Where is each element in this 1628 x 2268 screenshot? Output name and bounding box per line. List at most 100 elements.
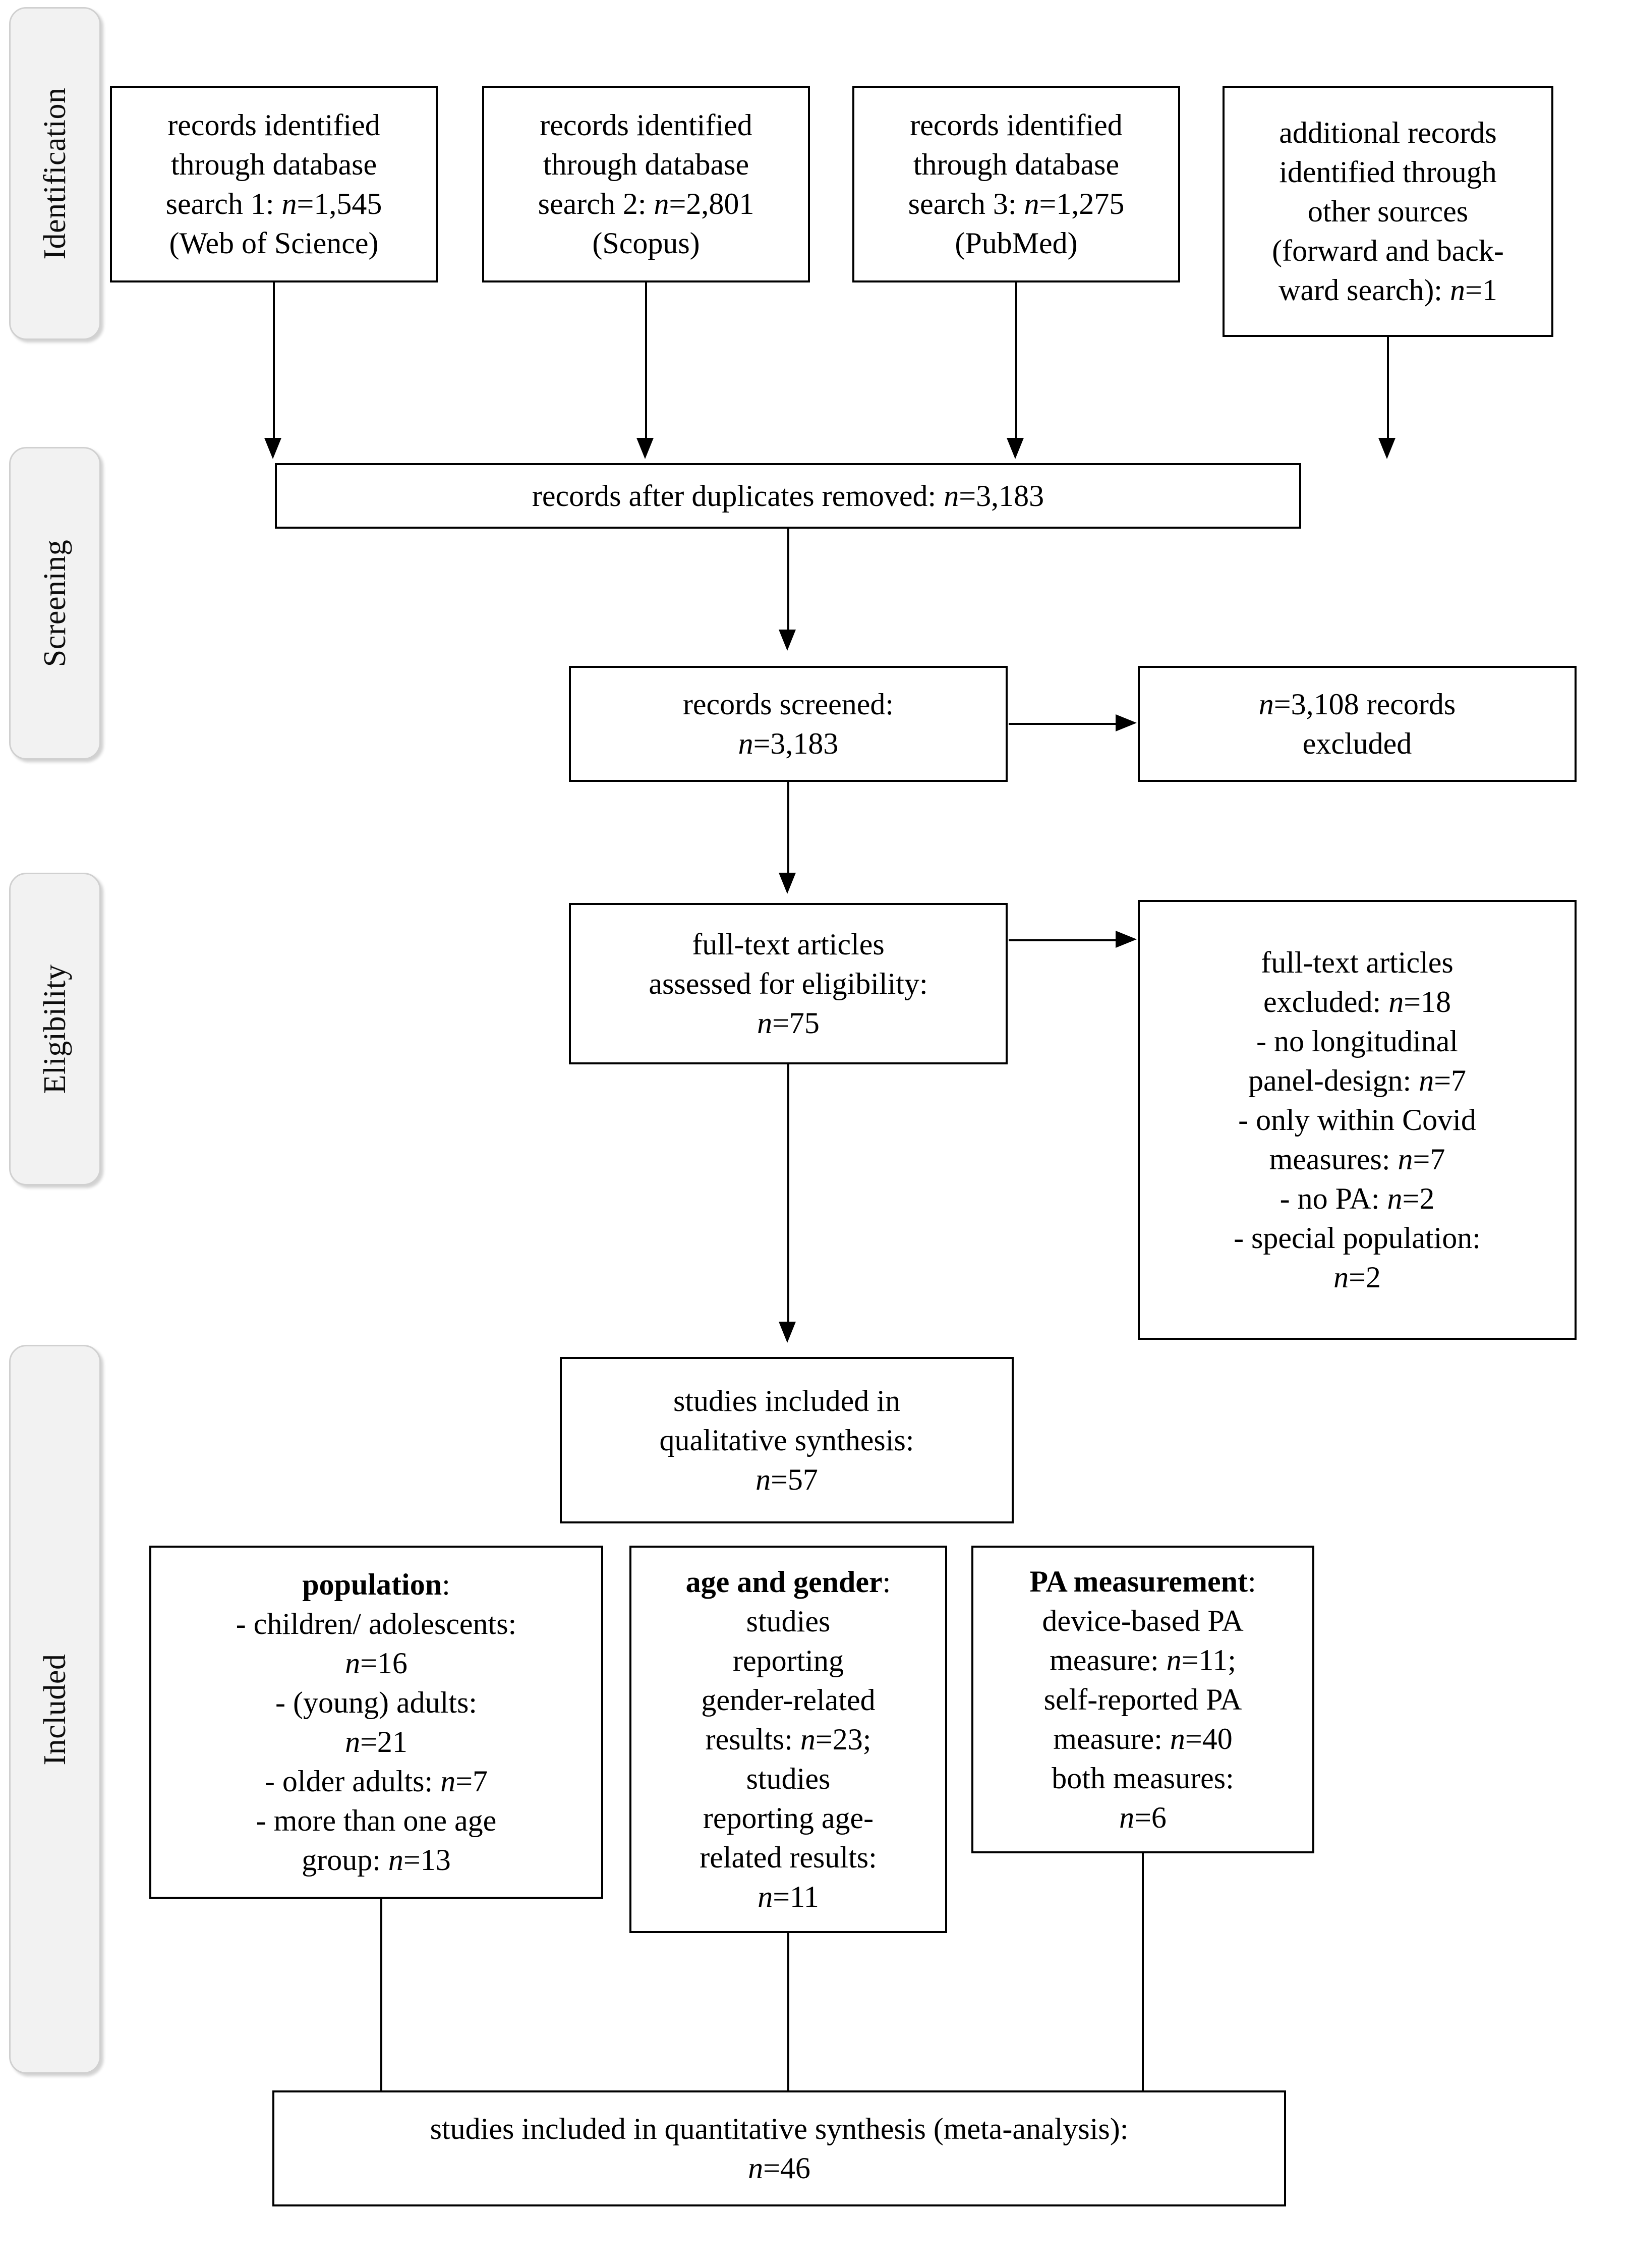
pop-heading: population: <box>302 1568 450 1601</box>
screened-n-symbol: n <box>738 727 753 760</box>
pa-device-n-symbol: n <box>1166 1643 1182 1677</box>
ag-line1: studies <box>746 1605 831 1638</box>
ftx-reason3: - no PA: n=2 <box>1280 1182 1435 1215</box>
qual-line3: n=57 <box>755 1463 818 1496</box>
src2-line4: (Scopus) <box>592 226 700 260</box>
connector-src3-to-duplicates <box>1015 282 1017 444</box>
arrowhead-src2 <box>636 438 654 459</box>
qual-line1: studies included in <box>673 1384 900 1418</box>
arrowhead-fulltext <box>779 873 796 894</box>
src3-n-symbol: n <box>1024 187 1039 220</box>
ag-line3: gender-related <box>701 1683 876 1717</box>
stage-label-eligibility: Eligibility <box>38 964 72 1094</box>
ftx-line2: excluded: n=18 <box>1263 985 1451 1018</box>
pa-heading: PA measurement: <box>1029 1565 1256 1598</box>
ftx-n-symbol: n <box>1388 985 1404 1018</box>
stage-label-included: Included <box>38 1654 72 1765</box>
src3-line3: search 3: n=1,275 <box>908 187 1125 220</box>
ft-line2: assessed for eligibility: <box>649 967 928 1000</box>
pop-item2-line2: n=21 <box>345 1725 408 1759</box>
quant-n-symbol: n <box>748 2151 764 2185</box>
src2-line2: through database <box>543 148 749 181</box>
ft-n-symbol: n <box>757 1006 773 1040</box>
quant-line2: n=46 <box>748 2151 810 2185</box>
connector-fulltext-to-fulltext-excluded <box>1009 939 1121 941</box>
ftx-reason2-n-symbol: n <box>1398 1143 1413 1176</box>
pop-item3-n-symbol: n <box>440 1765 456 1798</box>
qual-line2: qualitative synthesis: <box>659 1424 914 1457</box>
src1-line2: through database <box>170 148 377 181</box>
dup-n-symbol: n <box>944 479 959 513</box>
connector-fulltext-to-qualitative <box>787 1064 789 1327</box>
excluded-line1: n=3,108 records <box>1258 688 1456 721</box>
pa-line3: self-reported PA <box>1043 1683 1242 1716</box>
arrowhead-src4 <box>1378 438 1396 459</box>
arrowhead-screened <box>779 630 796 651</box>
ftx-reason2-line2: measures: n=7 <box>1269 1143 1445 1176</box>
pa-both-n-symbol: n <box>1119 1801 1135 1834</box>
qual-n-symbol: n <box>755 1463 771 1496</box>
src1-n-symbol: n <box>281 187 297 220</box>
box-category-age-and-gender: age and gender: studies reporting gender… <box>629 1546 947 1933</box>
connector-pa-measurement-to-quantitative <box>1142 1853 1144 2179</box>
pop-item3: - older adults: n=7 <box>264 1765 488 1798</box>
ag-line5: studies <box>746 1762 831 1795</box>
src1-line4: (Web of Science) <box>169 226 379 260</box>
ag-line4: results: n=23; <box>705 1723 871 1756</box>
src2-line1: records identified <box>540 108 752 142</box>
ftx-line1: full-text articles <box>1261 946 1453 979</box>
pop-item2-n-symbol: n <box>345 1725 361 1759</box>
box-fulltext-assessed: full-text articles assessed for eligibil… <box>569 903 1008 1064</box>
box-category-pa-measurement: PA measurement: device-based PA measure:… <box>971 1546 1314 1853</box>
stage-label-identification: Identification <box>38 87 72 260</box>
src4-line3: other sources <box>1307 195 1469 228</box>
src4-n-symbol: n <box>1449 273 1465 307</box>
arrowhead-records-excluded <box>1116 714 1137 731</box>
screened-line1: records screened: <box>682 688 894 721</box>
stage-tab-included: Included <box>9 1345 101 2074</box>
ft-line3: n=75 <box>757 1006 820 1040</box>
ft-line1: full-text articles <box>692 928 885 961</box>
src4-line5: ward search): n=1 <box>1278 273 1497 307</box>
pa-line1: device-based PA <box>1042 1604 1244 1637</box>
connector-src1-to-duplicates <box>273 282 275 444</box>
pop-item4-line2: group: n=13 <box>302 1843 451 1877</box>
connector-screened-to-excluded <box>1009 723 1121 725</box>
connector-screened-to-fulltext <box>787 782 789 878</box>
stage-tab-eligibility: Eligibility <box>9 873 101 1185</box>
pa-line2: measure: n=11; <box>1050 1643 1236 1677</box>
box-records-after-duplicates-removed: records after duplicates removed: n=3,18… <box>275 463 1301 529</box>
ftx-reason4-line1: - special population: <box>1234 1221 1481 1255</box>
ftx-reason3-n-symbol: n <box>1387 1182 1403 1215</box>
arrowhead-qualitative <box>779 1322 796 1343</box>
connector-src2-to-duplicates <box>645 282 647 444</box>
pop-item2-line1: - (young) adults: <box>275 1686 477 1719</box>
box-records-excluded: n=3,108 records excluded <box>1138 666 1577 782</box>
src3-line1: records identified <box>910 108 1123 142</box>
box-records-db-search-1: records identified through database sear… <box>110 86 438 282</box>
box-fulltext-excluded: full-text articles excluded: n=18 - no l… <box>1138 900 1577 1340</box>
ag-age-n-symbol: n <box>758 1880 773 1913</box>
stage-tab-identification: Identification <box>9 7 101 340</box>
pop-item4-n-symbol: n <box>388 1843 403 1877</box>
pop-item1-line2: n=16 <box>345 1647 408 1680</box>
ftx-reason1-n-symbol: n <box>1419 1064 1434 1097</box>
ag-heading: age and gender: <box>685 1565 891 1599</box>
quant-line1: studies included in quantitative synthes… <box>430 2112 1129 2145</box>
box-qualitative-synthesis: studies included in qualitative synthesi… <box>560 1357 1014 1523</box>
box-records-db-search-3: records identified through database sear… <box>852 86 1180 282</box>
src2-line3: search 2: n=2,801 <box>538 187 754 220</box>
connector-duplicates-to-screened <box>787 529 789 635</box>
arrowhead-src1 <box>264 438 281 459</box>
box-records-screened: records screened: n=3,183 <box>569 666 1008 782</box>
src4-line1: additional records <box>1279 116 1497 149</box>
src3-line2: through database <box>913 148 1120 181</box>
arrowhead-src3 <box>1007 438 1024 459</box>
ftx-reason1-line1: - no longitudinal <box>1256 1025 1458 1058</box>
pop-item1-n-symbol: n <box>345 1647 361 1680</box>
ftx-reason2-line1: - only within Covid <box>1238 1103 1476 1137</box>
ftx-reason1-line2: panel-design: n=7 <box>1248 1064 1467 1097</box>
src2-n-symbol: n <box>654 187 669 220</box>
box-records-db-search-2: records identified through database sear… <box>482 86 810 282</box>
